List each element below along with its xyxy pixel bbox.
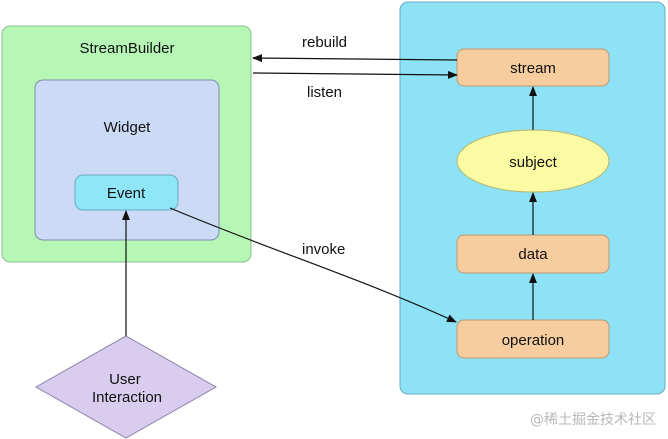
listen-edge <box>252 70 458 79</box>
user-interaction-diamond <box>34 335 218 439</box>
listen-edge-label: listen <box>307 84 342 101</box>
widget-box <box>34 79 220 241</box>
user-interaction-label: User Interaction <box>92 371 162 406</box>
event-label: Event <box>107 185 146 202</box>
subject-label: subject <box>509 154 557 171</box>
invoke-edge-label: invoke <box>302 241 345 258</box>
operation-label: operation <box>502 332 565 349</box>
rebuild-edge <box>252 54 458 63</box>
invoke-edge <box>169 207 457 323</box>
data-label: data <box>518 246 548 263</box>
rebuild-edge-label: rebuild <box>302 34 347 51</box>
stream-label: stream <box>510 60 556 77</box>
watermark-text: @稀土掘金技术社区 <box>530 412 656 428</box>
widget-label: Widget <box>104 119 152 136</box>
user-interaction-label-line1: User <box>109 371 141 388</box>
streambuilder-label: StreamBuilder <box>79 40 174 57</box>
user-interaction-label-line2: Interaction <box>92 389 162 406</box>
